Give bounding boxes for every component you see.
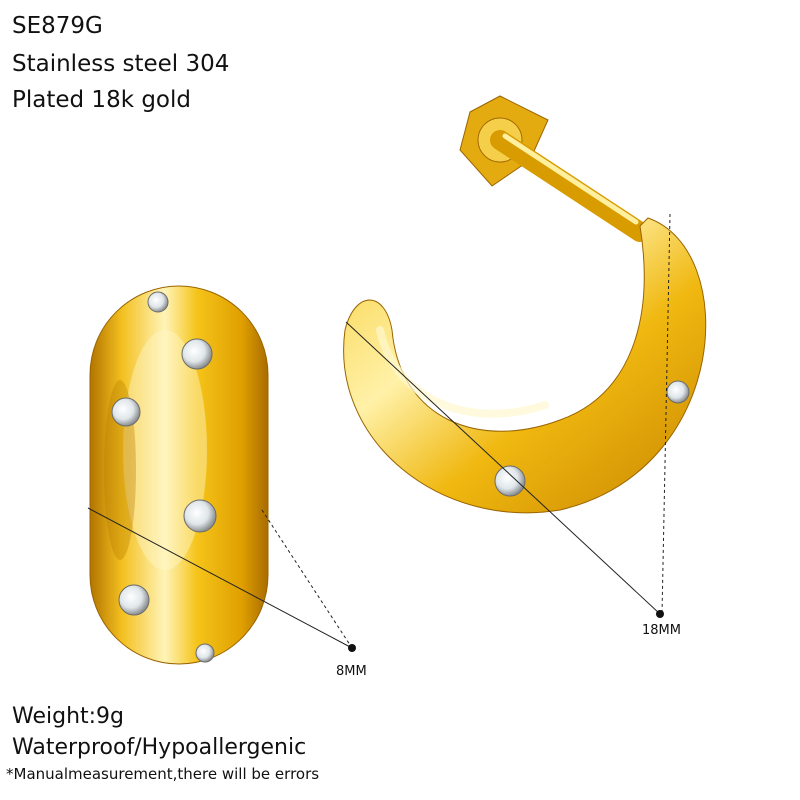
height-marker-dot <box>656 610 664 618</box>
material-text: Stainless steel 304 <box>12 51 230 77</box>
crystal-stones <box>111 291 217 663</box>
crystal-stones-side <box>494 380 690 497</box>
weight-text: Weight:9g <box>12 704 125 729</box>
model-number: SE879G <box>12 13 103 39</box>
measurement-lines <box>87 213 671 649</box>
earring-side-view <box>343 95 707 514</box>
properties-text: Waterproof/Hypoallergenic <box>12 735 307 760</box>
measurement-note: *Manualmeasurement,there will be errors <box>6 765 320 783</box>
plating-text: Plated 18k gold <box>12 87 191 113</box>
width-dimension-label: 8MM <box>336 664 367 679</box>
height-dimension-label: 18MM <box>642 623 681 638</box>
earring-front-view <box>89 285 269 665</box>
width-marker-dot <box>348 644 356 652</box>
